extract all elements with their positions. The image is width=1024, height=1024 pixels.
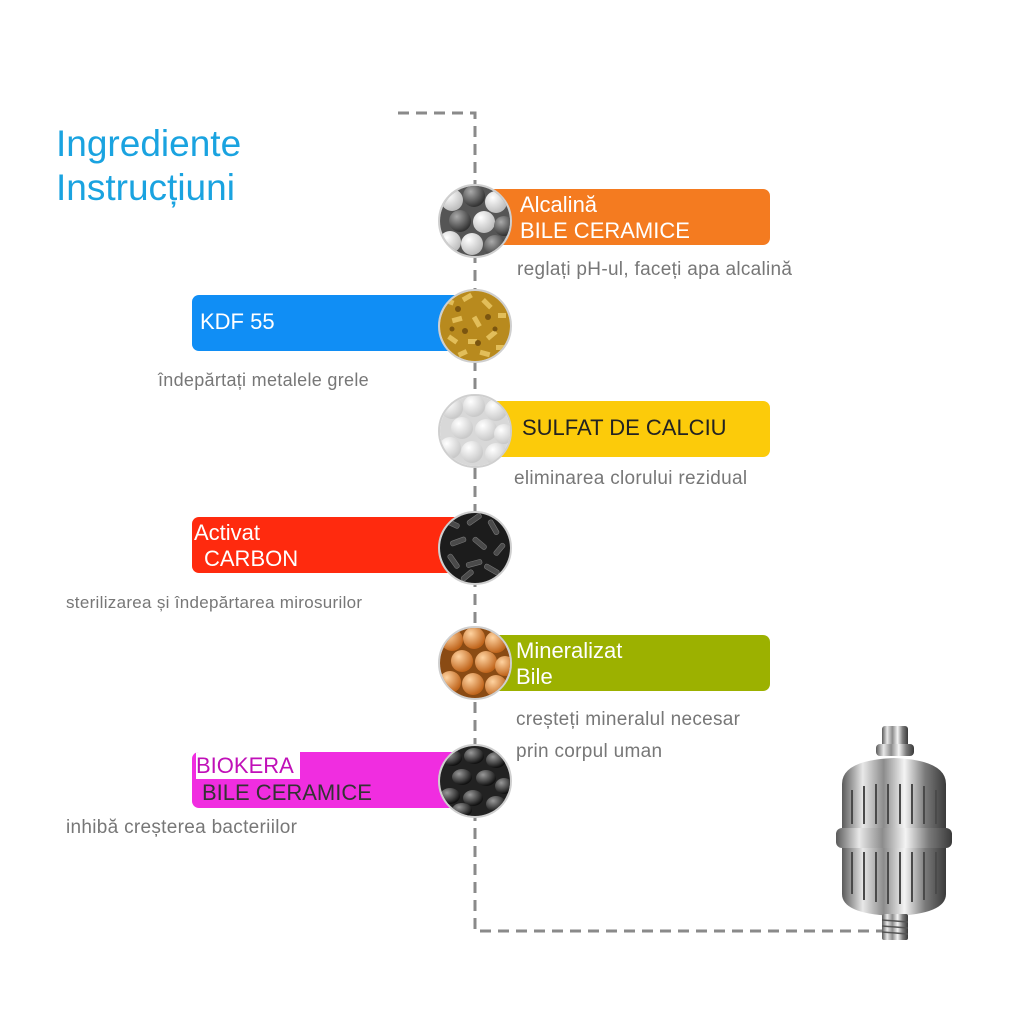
alcaline-description: reglați pH-ul, faceți apa alcalină	[517, 259, 793, 280]
mineral-description-line-1: creșteți mineralul necesar	[516, 709, 741, 730]
heading-line-2: Instrucțiuni	[56, 167, 235, 208]
heading-line-1: Ingrediente	[56, 123, 242, 164]
calcium-sulfite-label: SULFAT DE CALCIU	[480, 401, 770, 457]
calcium-description: eliminarea clorului rezidual	[514, 468, 748, 489]
kdf-55-label: KDF 55	[192, 295, 462, 351]
label-line-1: BIOKERA	[196, 752, 300, 779]
activated-carbon-label: Activat CARBON	[192, 517, 462, 573]
kdf-granules-icon	[438, 289, 512, 363]
biokera-ceramic-balls-label: BIOKERA BILE CERAMICE	[192, 752, 462, 808]
activated-carbon-icon	[438, 511, 512, 585]
shower-filter-icon	[832, 724, 956, 944]
label-line-1: Alcalină	[520, 192, 598, 217]
alcaline-ceramic-balls-label: Alcalină BILE CERAMICE	[480, 189, 770, 245]
white-calcium-balls-icon	[438, 394, 512, 468]
label-line-1: KDF 55	[200, 309, 275, 334]
label-line-2: BILE CERAMICE	[520, 218, 690, 243]
kdf-description: îndepărtați metalele grele	[158, 370, 369, 390]
black-biokera-balls-icon	[438, 744, 512, 818]
mineral-description-line-2: prin corpul uman	[516, 741, 663, 762]
label-line-1: SULFAT DE CALCIU	[522, 415, 727, 440]
biokera-description: inhibă creșterea bacteriilor	[66, 817, 298, 838]
mineral-balls-icon	[438, 626, 512, 700]
label-line-2: Bile	[516, 664, 553, 689]
mineralized-balls-label: Mineralizat Bile	[480, 635, 770, 691]
label-line-1: Activat	[194, 520, 261, 545]
label-line-2: BILE CERAMICE	[202, 780, 372, 805]
carbon-description: sterilizarea și îndepărtarea mirosurilor	[66, 593, 363, 612]
label-line-2: CARBON	[204, 546, 299, 571]
label-line-1: Mineralizat	[516, 638, 623, 663]
white-gray-ceramic-balls-icon	[438, 184, 512, 258]
